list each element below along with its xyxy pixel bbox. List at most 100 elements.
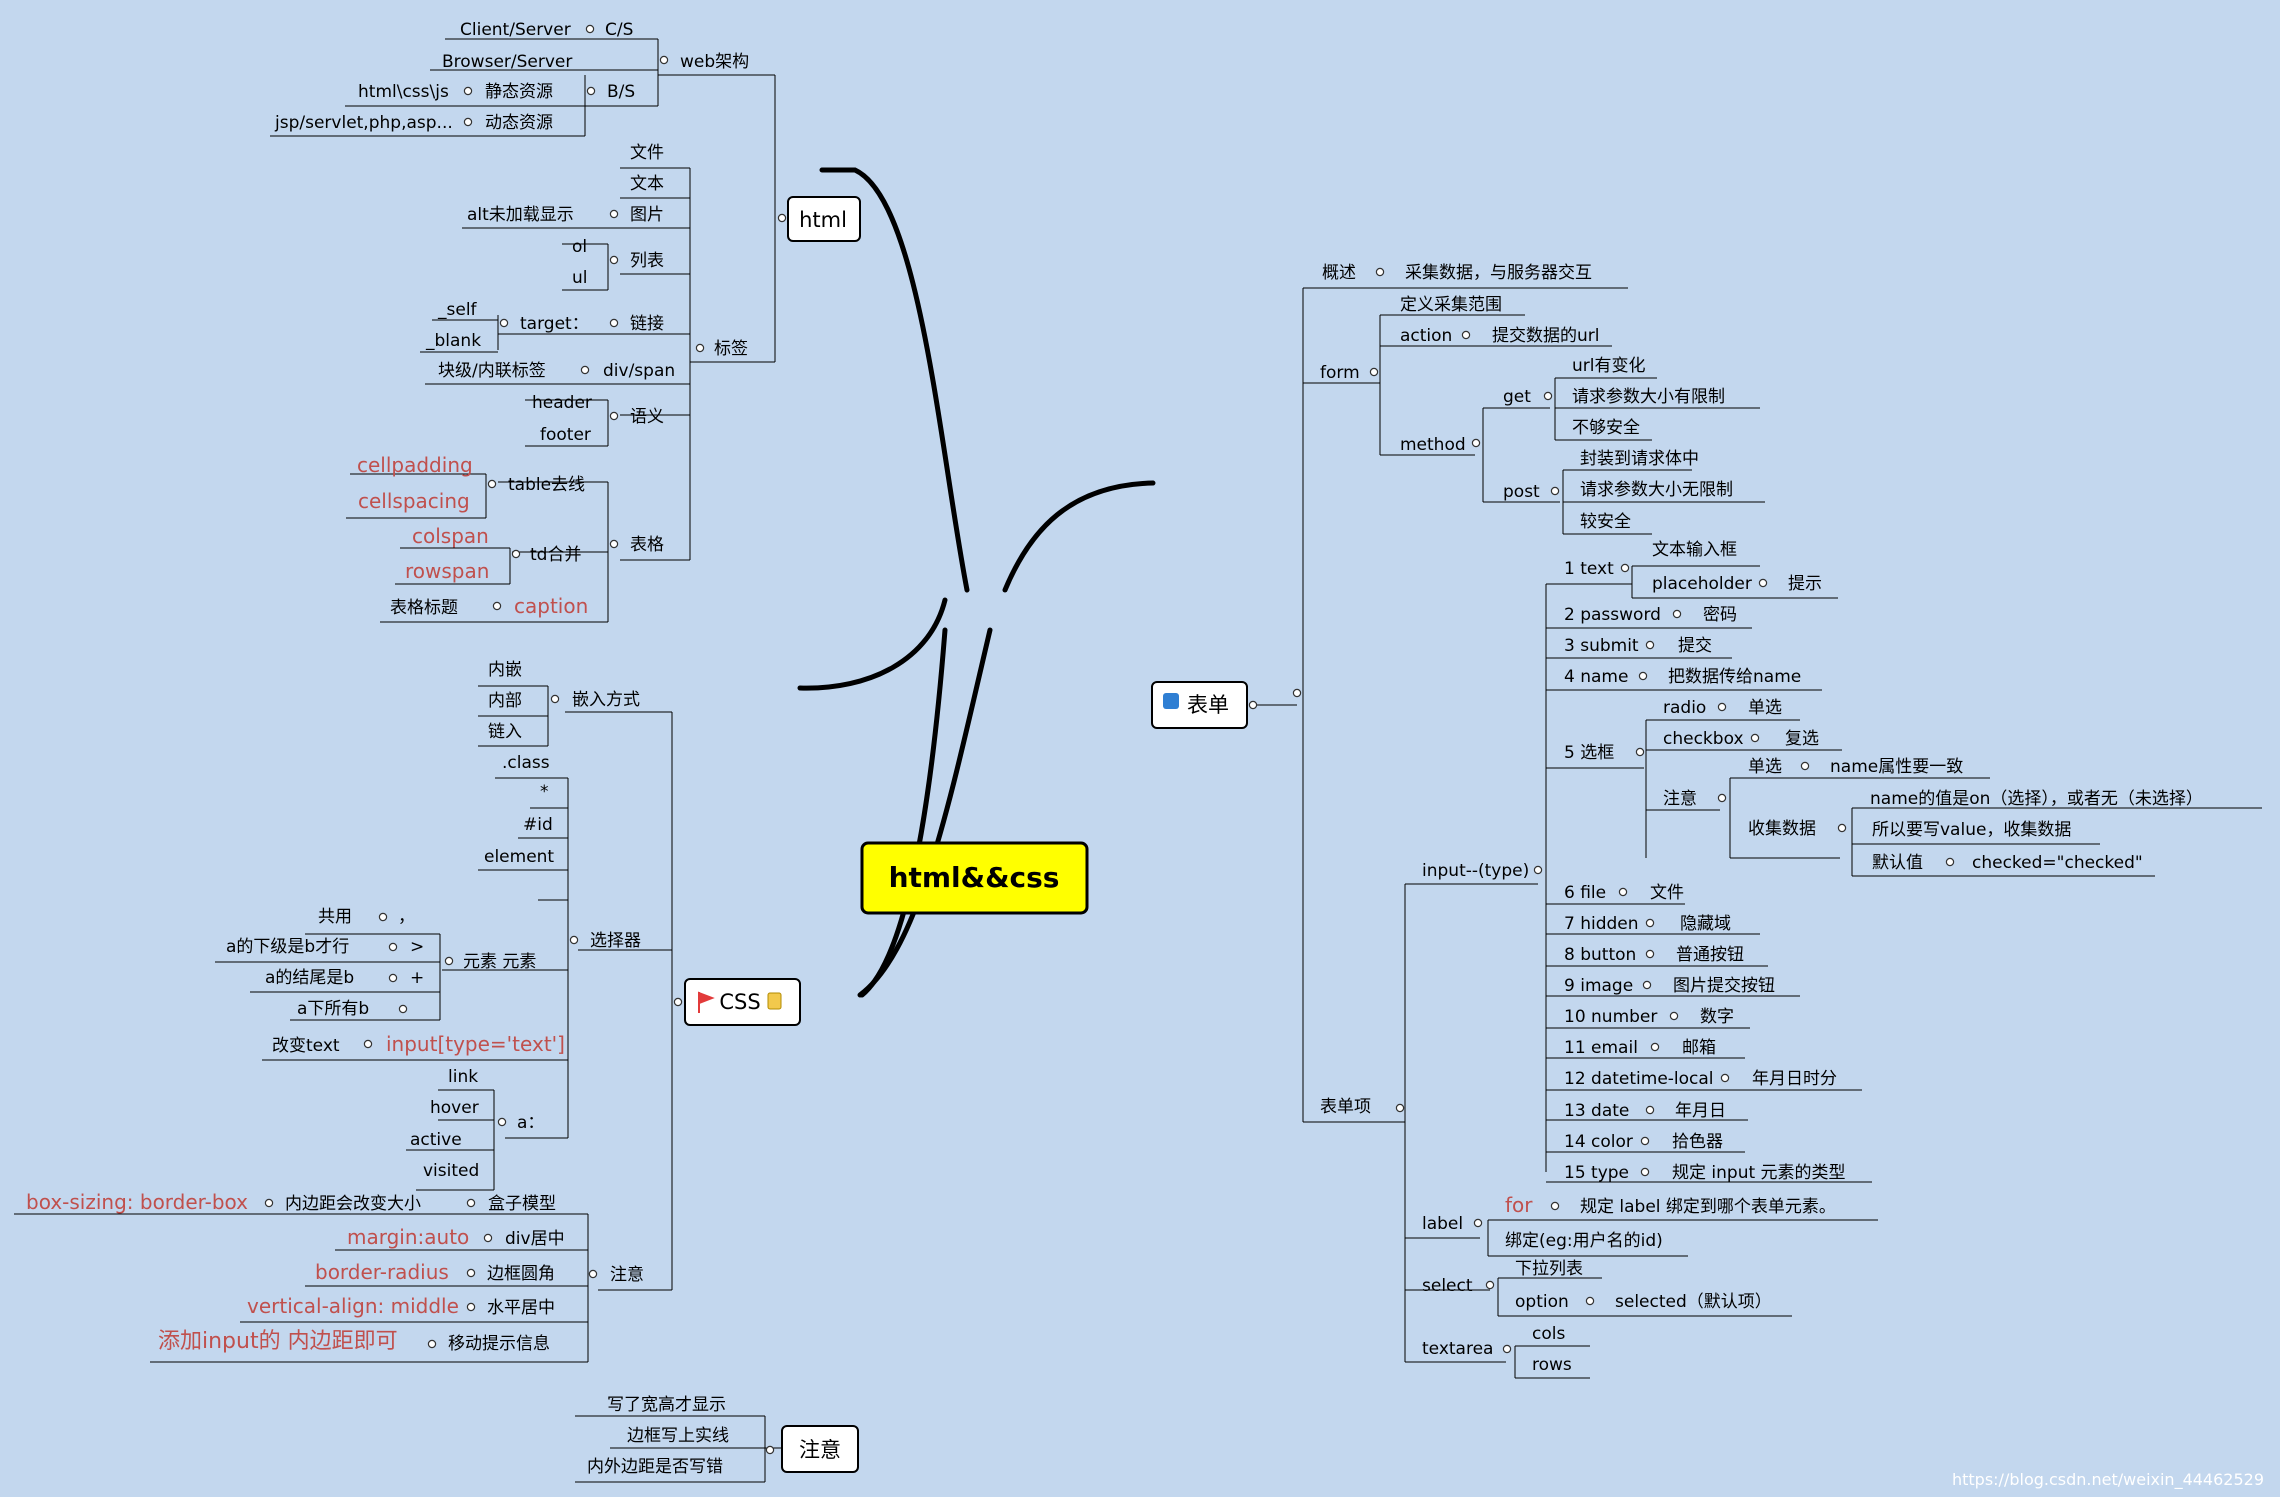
collapse-dots[interactable] — [264, 24, 1955, 1455]
node-label: 11 email — [1564, 1038, 1638, 1058]
collapse-dot[interactable] — [492, 601, 502, 611]
collapse-dot[interactable] — [1471, 438, 1481, 448]
collapse-dot[interactable] — [609, 318, 619, 328]
collapse-dot[interactable] — [1720, 1073, 1730, 1083]
node-label: C/S — [605, 20, 633, 40]
collapse-dot[interactable] — [1248, 700, 1258, 710]
node-label: html\css\js — [358, 82, 449, 102]
collapse-dot[interactable] — [569, 935, 579, 945]
collapse-dot[interactable] — [777, 213, 787, 223]
collapse-dot[interactable] — [499, 318, 509, 328]
collapse-dot[interactable] — [1640, 1167, 1650, 1177]
collapse-dot[interactable] — [1645, 949, 1655, 959]
node-label: link — [448, 1067, 478, 1087]
collapse-dot[interactable] — [388, 973, 398, 983]
node-label: input[type='text'] — [386, 1032, 565, 1056]
collapse-dot[interactable] — [483, 1233, 493, 1243]
node-label: Client/Server — [460, 20, 571, 40]
collapse-dot[interactable] — [695, 343, 705, 353]
collapse-dot[interactable] — [264, 1198, 274, 1208]
node-label: B/S — [607, 82, 635, 102]
node-label: vertical-align: middle — [247, 1294, 459, 1318]
collapse-dot[interactable] — [463, 86, 473, 96]
node-label: 盒子模型 — [488, 1194, 556, 1214]
collapse-dot[interactable] — [1550, 486, 1560, 496]
node-label: select — [1422, 1276, 1473, 1296]
collapse-dot[interactable] — [1543, 391, 1553, 401]
collapse-dot[interactable] — [463, 117, 473, 127]
collapse-dot[interactable] — [1650, 1042, 1660, 1052]
node-label: .class — [502, 753, 550, 773]
collapse-dot[interactable] — [1375, 267, 1385, 277]
collapse-dot[interactable] — [673, 997, 683, 1007]
collapse-dot[interactable] — [444, 956, 454, 966]
collapse-dot[interactable] — [1717, 702, 1727, 712]
collapse-dot[interactable] — [1502, 1344, 1512, 1354]
collapse-dot[interactable] — [1638, 671, 1648, 681]
node-label: header — [532, 393, 592, 413]
collapse-dot[interactable] — [1585, 1296, 1595, 1306]
node-label: 概述 — [1322, 263, 1356, 283]
node-note[interactable] — [781, 1425, 859, 1473]
node-label: > — [410, 937, 424, 957]
collapse-dot[interactable] — [1645, 640, 1655, 650]
collapse-dot[interactable] — [466, 1198, 476, 1208]
branch-nodes[interactable] — [684, 196, 1248, 1473]
collapse-dot[interactable] — [427, 1339, 437, 1349]
collapse-dot[interactable] — [1717, 793, 1727, 803]
collapse-dot[interactable] — [1620, 563, 1630, 573]
node-label: 9 image — [1564, 976, 1633, 996]
collapse-dot[interactable] — [609, 539, 619, 549]
collapse-dot[interactable] — [1800, 761, 1810, 771]
node-css[interactable] — [684, 978, 801, 1026]
collapse-dot[interactable] — [487, 479, 497, 489]
collapse-dot[interactable] — [378, 912, 388, 922]
collapse-dot[interactable] — [1550, 1201, 1560, 1211]
collapse-dot[interactable] — [466, 1302, 476, 1312]
node-label: 封装到请求体中 — [1580, 449, 1699, 469]
collapse-dot[interactable] — [580, 365, 590, 375]
collapse-dot[interactable] — [1640, 1136, 1650, 1146]
collapse-dot[interactable] — [1635, 747, 1645, 757]
branch-html: html — [799, 208, 847, 232]
node-label: target： — [520, 314, 589, 334]
node-label: 文件 — [1650, 883, 1684, 903]
collapse-dot[interactable] — [1837, 823, 1847, 833]
collapse-dot[interactable] — [398, 1004, 408, 1014]
collapse-dot[interactable] — [1945, 857, 1955, 867]
collapse-dot[interactable] — [1485, 1280, 1495, 1290]
collapse-dot[interactable] — [1533, 865, 1543, 875]
collapse-dot[interactable] — [609, 255, 619, 265]
collapse-dot[interactable] — [588, 1269, 598, 1279]
collapse-dot[interactable] — [1645, 918, 1655, 928]
node-label: 单选 — [1748, 757, 1782, 777]
collapse-dot[interactable] — [363, 1039, 373, 1049]
collapse-dot[interactable] — [511, 549, 521, 559]
collapse-dot[interactable] — [1645, 1105, 1655, 1115]
collapse-dot[interactable] — [765, 1445, 775, 1455]
central-topic[interactable] — [860, 841, 1089, 915]
collapse-dot[interactable] — [1292, 688, 1302, 698]
collapse-dot[interactable] — [1461, 330, 1471, 340]
collapse-dot[interactable] — [466, 1268, 476, 1278]
node-html[interactable] — [787, 196, 861, 242]
collapse-dot[interactable] — [1473, 1218, 1483, 1228]
node-label: _self — [437, 300, 478, 320]
collapse-dot[interactable] — [1618, 887, 1628, 897]
collapse-dot[interactable] — [388, 942, 398, 952]
collapse-dot[interactable] — [1672, 609, 1682, 619]
collapse-dot[interactable] — [609, 209, 619, 219]
collapse-dot[interactable] — [1642, 980, 1652, 990]
collapse-dot[interactable] — [609, 411, 619, 421]
collapse-dot[interactable] — [585, 24, 595, 34]
collapse-dot[interactable] — [1758, 578, 1768, 588]
collapse-dot[interactable] — [1750, 733, 1760, 743]
collapse-dot[interactable] — [1369, 367, 1379, 377]
collapse-dot[interactable] — [1669, 1011, 1679, 1021]
node-label: checkbox — [1663, 729, 1744, 749]
collapse-dot[interactable] — [1395, 1103, 1405, 1113]
collapse-dot[interactable] — [586, 86, 596, 96]
collapse-dot[interactable] — [550, 694, 560, 704]
collapse-dot[interactable] — [659, 55, 669, 65]
collapse-dot[interactable] — [497, 1117, 507, 1127]
